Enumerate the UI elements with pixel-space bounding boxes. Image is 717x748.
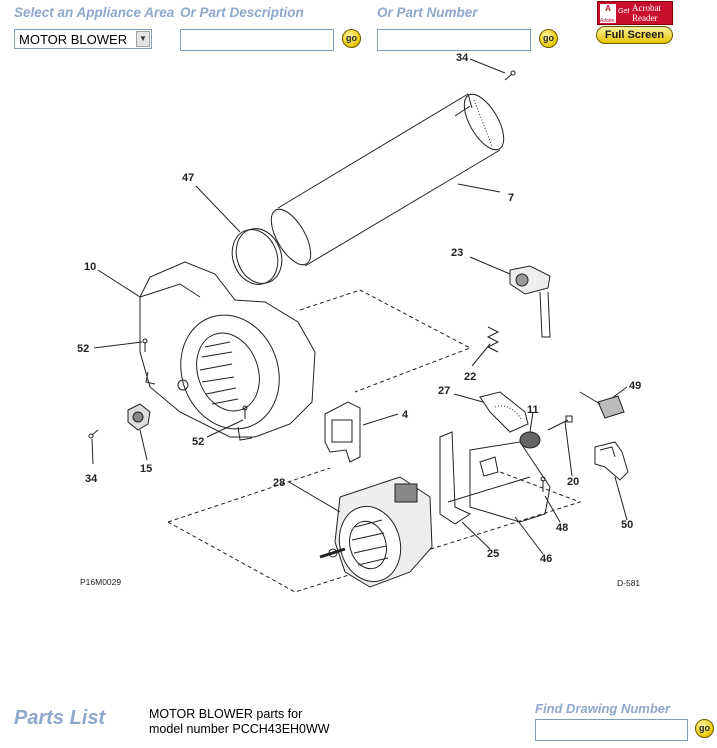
callout-10: 10 (84, 261, 96, 273)
callout-52-bottom: 52 (192, 436, 204, 448)
callout-11: 11 (527, 404, 539, 416)
acrobat-reader-text: Acrobat Reader (632, 3, 661, 23)
description-line-2: model number PCCH43EH0WW (149, 722, 330, 736)
callout-4: 4 (402, 409, 409, 421)
screw-part (91, 429, 99, 436)
dashed-guide (167, 467, 331, 523)
bracket-part (324, 401, 361, 463)
callout-34-top: 34 (456, 52, 469, 64)
model-description: MOTOR BLOWER parts for model number PCCH… (149, 707, 330, 737)
part-number-go-button[interactable]: go (539, 29, 558, 48)
pulley-arm-part (479, 391, 541, 449)
callout-7: 7 (508, 192, 514, 204)
adobe-logo-icon: A (600, 4, 616, 23)
bolt-part (547, 419, 569, 431)
find-drawing-go-button[interactable]: go (695, 719, 714, 738)
part-number-label: Or Part Number (377, 5, 478, 20)
idler-part (509, 265, 551, 338)
parts-diagram: 34 7 47 10 23 52 22 27 11 4 49 52 34 15 … (77, 52, 641, 593)
callout-49: 49 (629, 380, 641, 392)
parts-list-link[interactable]: Parts List (14, 707, 106, 729)
screw-part (504, 73, 513, 81)
motor-mount-part (439, 431, 551, 525)
callout-23: 23 (451, 247, 463, 259)
drawing-id: D-581 (617, 578, 640, 588)
part-description-label: Or Part Description (180, 5, 304, 20)
chevron-down-icon[interactable]: ▼ (136, 31, 150, 47)
callout-28: 28 (273, 477, 285, 489)
get-acrobat-reader-link[interactable]: A Adobe Get Acrobat Reader (597, 1, 673, 25)
dashed-guide (167, 471, 582, 593)
callout-27: 27 (438, 385, 450, 397)
callout-34-left: 34 (85, 473, 98, 485)
duct-part (270, 93, 505, 267)
find-drawing-label: Find Drawing Number (535, 701, 671, 716)
full-screen-button[interactable]: Full Screen (596, 26, 673, 44)
callout-15: 15 (140, 463, 152, 475)
switch-part (579, 391, 625, 419)
appliance-area-select[interactable]: MOTOR BLOWER ▼ (14, 29, 152, 49)
switch-bracket-part (594, 441, 629, 481)
callout-20: 20 (567, 476, 579, 488)
drawing-code: P16M0029 (80, 577, 121, 587)
blower-housing-part (139, 261, 316, 441)
dashed-guide (299, 289, 472, 393)
callout-22: 22 (464, 371, 476, 383)
callout-52-left: 52 (77, 343, 89, 355)
spring-part (486, 326, 500, 353)
callout-48: 48 (556, 522, 568, 534)
description-go-button[interactable]: go (342, 29, 361, 48)
adobe-brand-text: Adobe (600, 18, 615, 24)
find-drawing-input[interactable] (535, 719, 688, 741)
description-line-1: MOTOR BLOWER parts for (149, 707, 303, 721)
callout-50: 50 (621, 519, 633, 531)
callout-47: 47 (182, 172, 194, 184)
appliance-area-label: Select an Appliance Area (14, 5, 175, 20)
callout-46: 46 (540, 553, 552, 565)
appliance-area-value: MOTOR BLOWER (19, 32, 128, 47)
part-description-input[interactable] (180, 29, 334, 51)
thermostat-part (127, 403, 151, 431)
acrobat-get-text: Get (618, 8, 630, 15)
callout-25: 25 (487, 548, 499, 560)
part-number-input[interactable] (377, 29, 531, 51)
motor-part (319, 476, 433, 588)
